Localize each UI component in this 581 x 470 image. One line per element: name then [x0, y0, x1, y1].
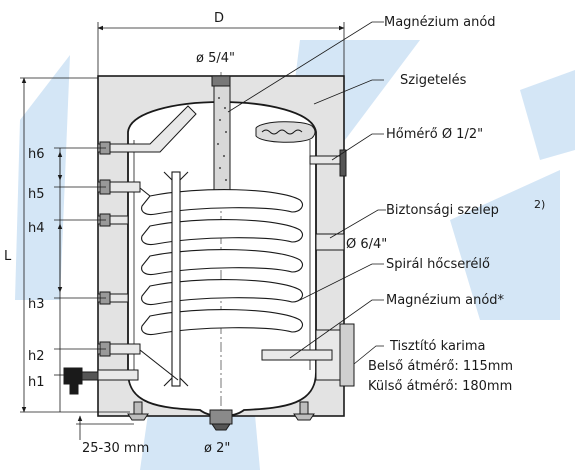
- dimension-width: D: [214, 11, 224, 26]
- height-h1: h1: [28, 375, 45, 390]
- callout-thermometer: Hőmérő Ø 1/2": [386, 127, 483, 142]
- anode-top-assembly: [211, 75, 231, 199]
- callout-safety-valve: Biztonsági szelep: [386, 203, 499, 218]
- top-port-label: ø 5/4": [196, 51, 235, 66]
- dimension-height: L: [4, 249, 12, 264]
- foot-height-label: 25-30 mm: [82, 441, 149, 456]
- height-h3: h3: [28, 297, 45, 312]
- height-h4: h4: [28, 221, 45, 236]
- thermometer-sheath: [255, 121, 316, 143]
- leader-lines: [227, 21, 386, 365]
- right-pipes: [261, 149, 355, 387]
- bottom-port-label: ø 2": [204, 441, 230, 456]
- drain-port: [209, 409, 233, 425]
- callout-flange-outer: Külső átmérő: 180mm: [368, 379, 512, 394]
- callout-flange-inner: Belső átmérő: 115mm: [368, 359, 513, 374]
- feet: [127, 401, 315, 431]
- spiral-heat-exchanger: [139, 171, 303, 387]
- dimension-lines: [20, 22, 345, 440]
- anode-rod: [213, 85, 231, 199]
- side-port-label: Ø 6/4": [346, 237, 387, 252]
- callout-spiral: Spirál hőcserélő: [386, 257, 490, 272]
- top-port: [211, 75, 231, 87]
- callout-anode-bottom: Magnézium anód*: [386, 293, 505, 308]
- callout-flange-title: Tisztító karima: [389, 339, 486, 354]
- callout-insulation: Szigetelés: [400, 73, 467, 88]
- callout-safety-valve-note: 2): [534, 198, 545, 211]
- callout-anode-top: Magnézium anód: [384, 15, 496, 30]
- height-h6: h6: [28, 147, 45, 162]
- height-h2: h2: [28, 349, 45, 364]
- height-h5: h5: [28, 187, 45, 202]
